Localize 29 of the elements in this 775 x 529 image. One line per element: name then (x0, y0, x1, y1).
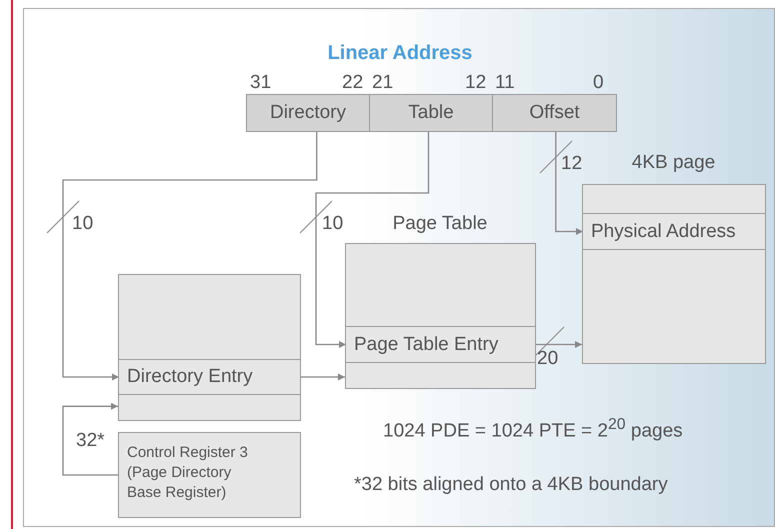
connector-arrow (555, 132, 583, 235)
connector-arrow (300, 374, 345, 380)
bit-field: Offset (492, 94, 617, 132)
bit-number: 21 (372, 72, 394, 94)
bit-number: 11 (495, 72, 515, 94)
edge-label: 12 (561, 153, 582, 175)
edge-label: 10 (72, 213, 94, 235)
connector-arrow (62, 402, 118, 476)
bit-number: 12 (465, 72, 486, 94)
bit-number: 31 (250, 72, 272, 94)
edge-label: 20 (537, 348, 558, 370)
edge-label: 32* (76, 430, 105, 452)
bit-field: Table (369, 94, 493, 132)
table-heading: Page Table (392, 213, 488, 235)
note-text: 1024 PDE = 1024 PTE = 2$^{20}$ pages (383, 416, 683, 442)
connector-arrow (535, 341, 582, 348)
diagram-title: Linear Address (326, 42, 474, 65)
table-entry-row: Directory Entry (119, 359, 300, 395)
note-text: *32 bits aligned onto a 4KB boundary (354, 474, 668, 496)
connector-arrow (62, 132, 318, 380)
edge-label: 10 (322, 213, 344, 235)
bit-number: 0 (593, 72, 604, 94)
table-entry-row: Physical Address (583, 213, 765, 250)
page-directory-box (118, 274, 301, 421)
bit-field: Directory (246, 94, 370, 132)
table-entry-row: Page Table Entry (346, 326, 535, 363)
bit-number: 22 (342, 72, 364, 94)
register-box: Control Register 3 (Page Directory Base Register) (118, 432, 301, 518)
connector-arrow (315, 132, 430, 348)
